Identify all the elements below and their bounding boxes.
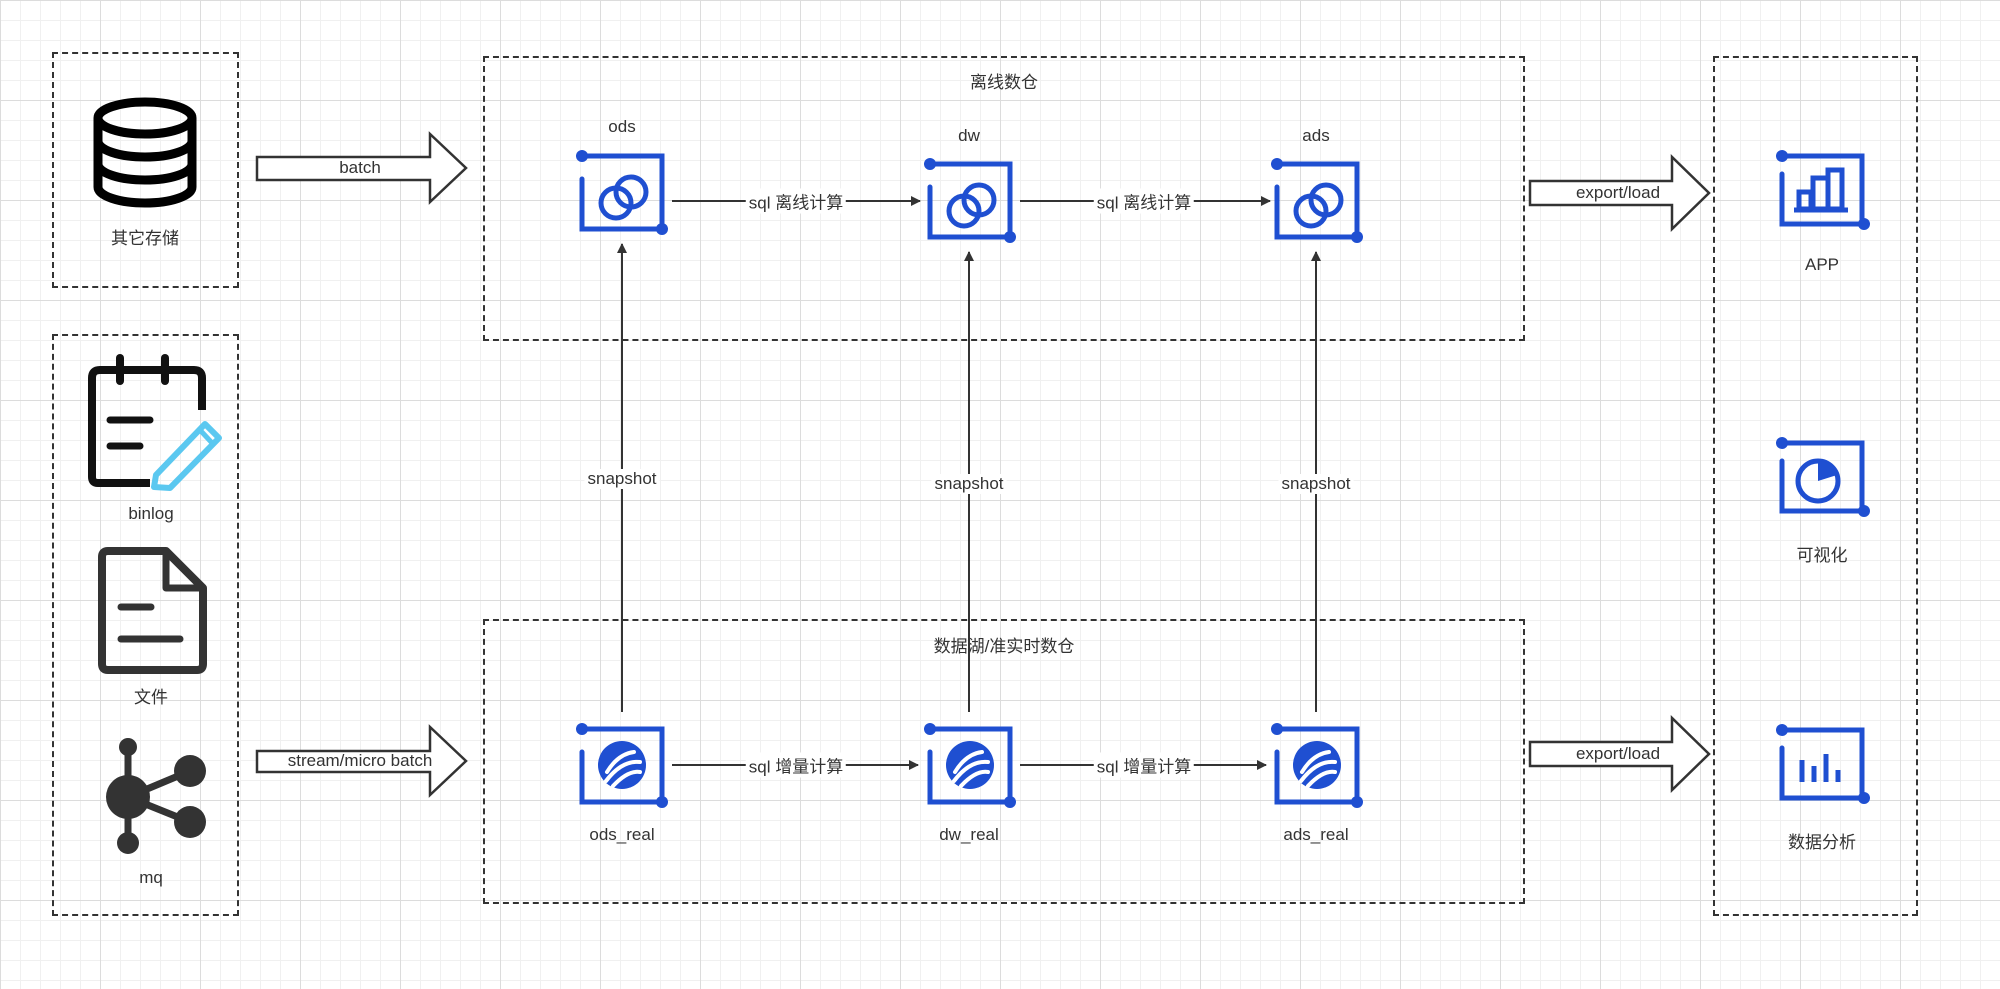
edge-label-dw-ads: sql 离线计算 bbox=[1093, 188, 1195, 214]
export-label-realtime: export/load bbox=[1575, 744, 1661, 763]
mq-label: mq bbox=[139, 868, 163, 887]
stream-label: stream/micro batch bbox=[287, 751, 433, 770]
app-label: APP bbox=[1804, 255, 1840, 274]
file-label: 文件 bbox=[134, 688, 168, 707]
share-network-icon bbox=[106, 738, 206, 854]
node-ods-icon bbox=[576, 150, 668, 235]
node-ods-real-label: ods_real bbox=[589, 825, 655, 844]
node-dw-real-icon bbox=[924, 723, 1016, 808]
node-ods-label: ods bbox=[608, 117, 636, 136]
pie-chart-icon bbox=[1776, 437, 1870, 517]
snapshot-label-ods: snapshot bbox=[584, 469, 660, 489]
bar-chart-icon bbox=[1776, 724, 1870, 804]
edge-label-ods-real-dw-real: sql 增量计算 bbox=[745, 752, 847, 778]
node-ads-icon bbox=[1271, 158, 1363, 243]
node-ads-real-label: ads_real bbox=[1283, 825, 1349, 844]
stream-arrow bbox=[255, 724, 468, 798]
node-dw-icon bbox=[924, 158, 1016, 243]
node-ads-label: ads bbox=[1302, 126, 1330, 145]
node-dw-real-label: dw_real bbox=[939, 825, 999, 844]
binlog-label: binlog bbox=[128, 504, 174, 523]
offline-warehouse-title: 离线数仓 bbox=[970, 73, 1038, 92]
viz-label: 可视化 bbox=[1796, 546, 1848, 565]
edge-label-dw-real-ads-real: sql 增量计算 bbox=[1093, 752, 1195, 778]
offline-warehouse-box bbox=[483, 56, 1525, 341]
export-arrow-realtime bbox=[1528, 715, 1711, 793]
node-ods-real-icon bbox=[576, 723, 668, 808]
snapshot-label-ads: snapshot bbox=[1278, 474, 1354, 494]
calendar-edit-icon bbox=[88, 354, 222, 491]
realtime-warehouse-box bbox=[483, 619, 1525, 904]
export-label-offline: export/load bbox=[1575, 183, 1661, 202]
analysis-label: 数据分析 bbox=[1788, 833, 1856, 852]
export-arrow-offline bbox=[1528, 154, 1711, 232]
storage-source-box bbox=[52, 52, 239, 288]
node-ads-real-icon bbox=[1271, 723, 1363, 808]
snapshot-label-dw: snapshot bbox=[931, 474, 1007, 494]
node-dw-label: dw bbox=[958, 126, 980, 145]
storage-label: 其它存储 bbox=[111, 229, 179, 248]
output-box bbox=[1713, 56, 1918, 916]
edge-label-ods-dw: sql 离线计算 bbox=[745, 188, 847, 214]
file-icon bbox=[98, 547, 207, 674]
database-icon bbox=[93, 97, 197, 208]
stream-source-box bbox=[52, 334, 239, 916]
batch-arrow bbox=[255, 131, 468, 205]
app-building-icon bbox=[1776, 150, 1870, 230]
batch-label: batch bbox=[339, 158, 381, 177]
